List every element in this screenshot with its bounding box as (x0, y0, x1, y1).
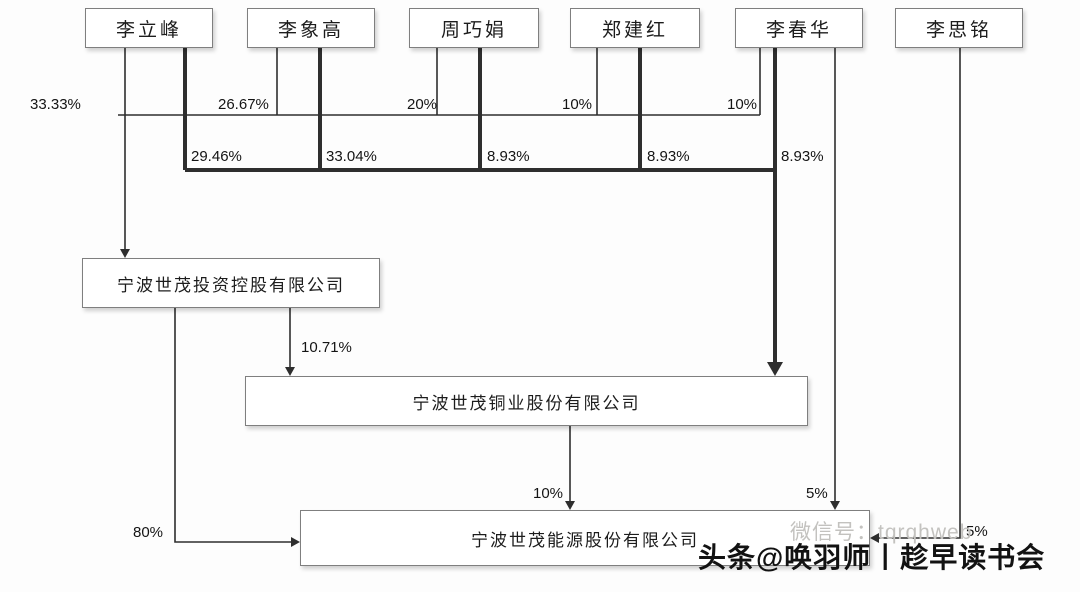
wire-lisiming-to-energy (879, 48, 961, 539)
shareholder-box-li-chunhua: 李春华 (735, 8, 863, 48)
company-box-energy: 宁波世茂能源股份有限公司 (300, 510, 870, 566)
thin-wires (118, 48, 961, 543)
shareholder-box-zhou-qiaojuan: 周巧娟 (409, 8, 539, 48)
pct-copper-from-li-lifeng: 29.46% (191, 148, 242, 165)
pct-copper-from-li-xianggao: 33.04% (326, 148, 377, 165)
wire-holding-to-energy (174, 308, 291, 543)
company-name: 宁波世茂能源股份有限公司 (471, 530, 699, 550)
watermark-toutiao: 头条@唤羽师丨趁早读书会 (698, 542, 1046, 573)
shareholder-box-li-lifeng: 李立峰 (85, 8, 213, 48)
pct-copper-from-zheng-jianhong: 8.93% (647, 148, 690, 165)
pct-holding-from-li-chunhua: 10% (727, 96, 758, 113)
pct-energy-from-holding: 80% (133, 524, 164, 541)
pct-holding-from-zheng-jianhong: 10% (562, 96, 593, 113)
arrowheads (120, 249, 879, 547)
shareholder-name: 李思铭 (925, 19, 992, 41)
shareholder-name: 周巧娟 (440, 19, 507, 41)
company-name: 宁波世茂投资控股有限公司 (117, 275, 345, 295)
arrowhead-holding-into-copper (285, 367, 295, 376)
pct-copper-from-zhou-qiaojuan: 8.93% (487, 148, 530, 165)
pct-energy-from-copper: 10% (533, 485, 564, 502)
thick-wires (183, 48, 777, 365)
shareholder-box-li-xianggao: 李象高 (247, 8, 375, 48)
watermark-wechat-id: 微信号：tqrqhweb (790, 521, 973, 544)
pct-holding-from-zhou-qiaojuan: 20% (407, 96, 438, 113)
arrowhead-holding-into-energy (291, 537, 300, 547)
arrowhead-into-holding (120, 249, 130, 258)
arrowhead-lichunhua-into-energy (830, 501, 840, 510)
arrowhead-lisiming-into-energy (870, 533, 879, 543)
pct-copper-from-holding: 10.71% (301, 339, 352, 356)
arrowhead-tier2-into-copper (767, 362, 783, 376)
pct-energy-from-li-siming: 5% (966, 523, 988, 540)
shareholder-name: 李立峰 (115, 19, 182, 41)
company-box-holding: 宁波世茂投资控股有限公司 (82, 258, 380, 308)
shareholder-box-li-siming: 李思铭 (895, 8, 1023, 48)
pct-holding-from-li-lifeng: 33.33% (30, 96, 81, 113)
company-box-copper: 宁波世茂铜业股份有限公司 (245, 376, 808, 426)
shareholder-name: 李春华 (765, 19, 832, 41)
pct-energy-from-li-chunhua: 5% (806, 485, 828, 502)
company-name: 宁波世茂铜业股份有限公司 (412, 393, 641, 413)
pct-copper-from-li-chunhua: 8.93% (781, 148, 824, 165)
shareholder-box-zheng-jianhong: 郑建红 (570, 8, 700, 48)
shareholder-name: 郑建红 (601, 19, 668, 41)
pct-holding-from-li-xianggao: 26.67% (218, 96, 269, 113)
arrowhead-copper-into-energy (565, 501, 575, 510)
shareholder-name: 李象高 (277, 19, 344, 41)
